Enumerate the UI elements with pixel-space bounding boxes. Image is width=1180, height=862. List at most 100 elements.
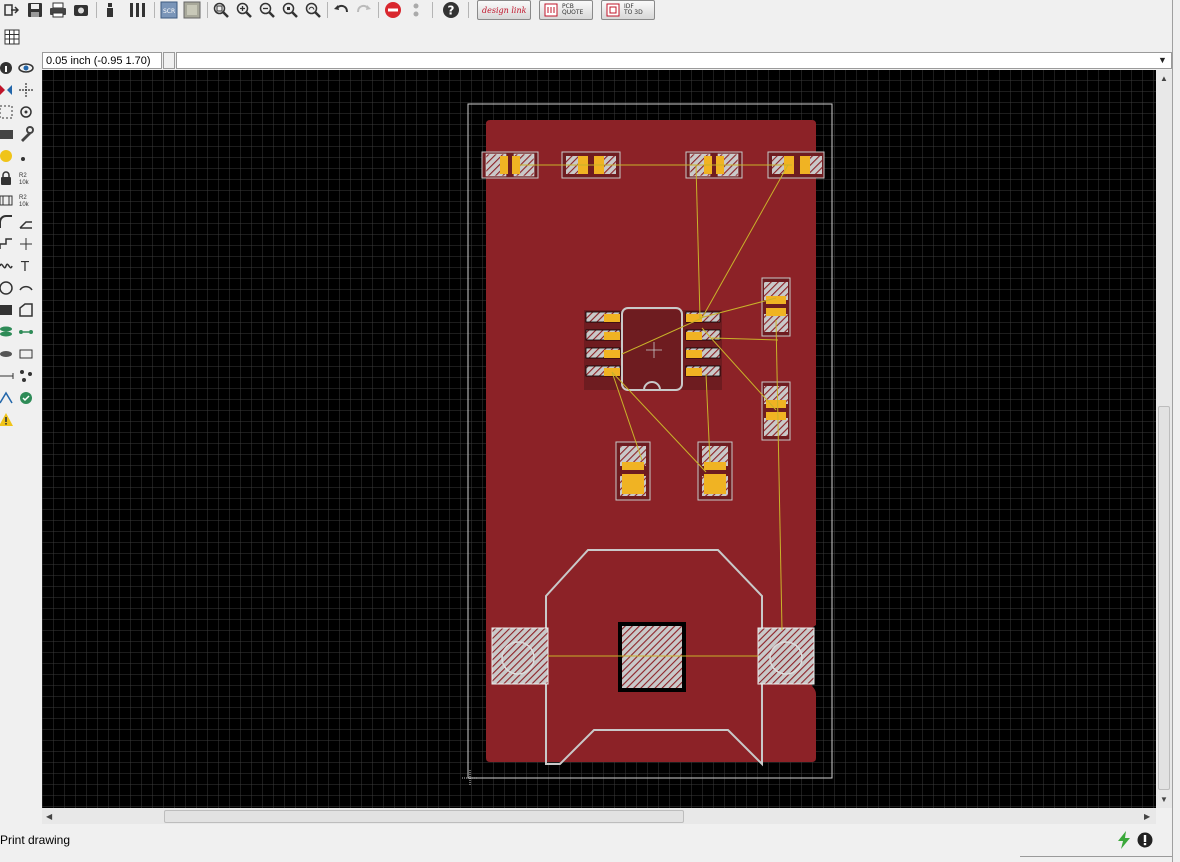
lock-tool[interactable] — [0, 170, 14, 186]
scroll-left-icon[interactable]: ◀ — [46, 812, 53, 821]
drc-check-tool[interactable] — [18, 390, 34, 406]
help-button[interactable]: ? — [440, 0, 462, 20]
signal-tool[interactable] — [18, 324, 34, 340]
ratsnest-icon — [20, 370, 32, 382]
stop-button[interactable] — [382, 0, 404, 20]
errors-tool[interactable] — [0, 412, 14, 428]
redo-icon — [357, 4, 371, 13]
rotate-tool[interactable] — [18, 104, 34, 120]
text-tool[interactable]: T — [18, 258, 34, 274]
svg-text:10k: 10k — [19, 180, 30, 186]
info-icon — [0, 62, 12, 74]
undo-button[interactable] — [330, 0, 352, 20]
svg-text:T: T — [20, 260, 29, 274]
scroll-up-icon[interactable]: ▲ — [1160, 74, 1168, 83]
miter-tool[interactable] — [0, 214, 14, 230]
layers-button[interactable] — [126, 0, 150, 20]
toolbar-separator — [468, 2, 469, 18]
horizontal-scroll-thumb[interactable] — [164, 810, 684, 823]
redo-button[interactable] — [353, 0, 375, 20]
zoom-select-button[interactable] — [279, 0, 301, 20]
main-toolbar: SCR ? design link PCB QUOTE — [0, 0, 1172, 22]
zoom-in-button[interactable] — [233, 0, 255, 20]
zoom-redraw-button[interactable] — [302, 0, 324, 20]
toolbar-separator — [207, 2, 208, 18]
route-tool[interactable] — [0, 236, 14, 252]
component-c3[interactable] — [615, 441, 651, 501]
lightning-icon[interactable] — [1116, 831, 1132, 849]
wire-tool[interactable] — [0, 258, 14, 274]
delete-tool[interactable] — [0, 148, 14, 164]
show-tool[interactable] — [18, 60, 34, 76]
mirror-icon — [0, 85, 12, 95]
battery-pad-center[interactable] — [618, 622, 686, 692]
move-tool[interactable] — [18, 82, 34, 98]
drc-button[interactable]: SCR — [158, 0, 180, 20]
component-ic1[interactable] — [584, 307, 722, 391]
arc-tool[interactable] — [18, 280, 34, 296]
optimize-tool[interactable] — [18, 148, 34, 164]
component-c2[interactable] — [761, 381, 791, 441]
battery-pad-right[interactable] — [757, 627, 815, 685]
via-tool[interactable] — [0, 324, 14, 340]
print-icon — [50, 2, 66, 18]
grid-button[interactable] — [2, 27, 22, 47]
plugin-icon — [107, 3, 113, 17]
print-button[interactable] — [47, 0, 69, 20]
text-icon: T — [20, 260, 29, 274]
split-tool[interactable] — [18, 214, 34, 230]
dimension-tool[interactable] — [0, 368, 14, 384]
ripup-tool[interactable] — [18, 236, 34, 252]
command-history-dropdown-icon[interactable]: ▼ — [1158, 55, 1167, 65]
go-button[interactable] — [406, 0, 426, 20]
ratsnest-tool[interactable] — [18, 368, 34, 384]
circle-tool[interactable] — [0, 280, 14, 296]
smash-tool[interactable] — [0, 192, 14, 208]
scroll-right-icon[interactable]: ▶ — [1144, 812, 1151, 821]
info-tool[interactable] — [0, 60, 14, 76]
pcb-quote-button[interactable]: PCB QUOTE — [539, 0, 593, 20]
idf-to-3d-icon — [606, 3, 620, 17]
plugin-button[interactable] — [100, 0, 120, 20]
idf-to-3d-button[interactable]: IDF TO 3D — [601, 0, 655, 20]
paste-icon — [21, 126, 34, 142]
autorouter-tool[interactable] — [0, 390, 14, 406]
svg-text:10k: 10k — [19, 202, 30, 208]
pcb-quote-label: PCB QUOTE — [562, 3, 584, 16]
circle-icon — [0, 281, 13, 295]
vertical-scroll-thumb[interactable] — [1158, 406, 1170, 790]
polygon-icon — [19, 303, 33, 317]
attribute-tool[interactable] — [18, 346, 34, 362]
stop-command-icon[interactable] — [1137, 832, 1153, 848]
board-canvas[interactable] — [42, 70, 1156, 808]
polygon-tool[interactable] — [18, 302, 34, 318]
wire-icon — [0, 263, 13, 269]
paste-tool[interactable] — [18, 126, 34, 142]
mirror-tool[interactable] — [0, 82, 14, 98]
cam-icon — [183, 1, 201, 19]
change-tool[interactable] — [0, 126, 14, 142]
hole-tool[interactable] — [0, 346, 14, 362]
scroll-down-icon[interactable]: ▼ — [1160, 795, 1168, 804]
screenshot-button[interactable] — [70, 0, 92, 20]
zoom-out-button[interactable] — [256, 0, 278, 20]
battery-pad-left[interactable] — [491, 627, 549, 685]
smash-icon — [0, 195, 13, 206]
component-c4[interactable] — [697, 441, 733, 501]
route-icon — [0, 238, 12, 249]
run-script-button[interactable] — [0, 0, 22, 20]
zoom-fit-button[interactable] — [210, 0, 232, 20]
group-tool[interactable] — [0, 104, 14, 120]
save-button[interactable] — [24, 0, 46, 20]
zoom-out-icon — [259, 2, 275, 18]
zoom-in-icon — [236, 2, 252, 18]
rect-tool[interactable] — [0, 302, 14, 318]
design-link-button[interactable]: design link — [477, 0, 531, 20]
board-dimension-frame — [467, 103, 833, 779]
zoom-select-icon — [282, 2, 298, 18]
cam-button[interactable] — [181, 0, 203, 20]
command-line-input[interactable] — [176, 52, 1172, 69]
